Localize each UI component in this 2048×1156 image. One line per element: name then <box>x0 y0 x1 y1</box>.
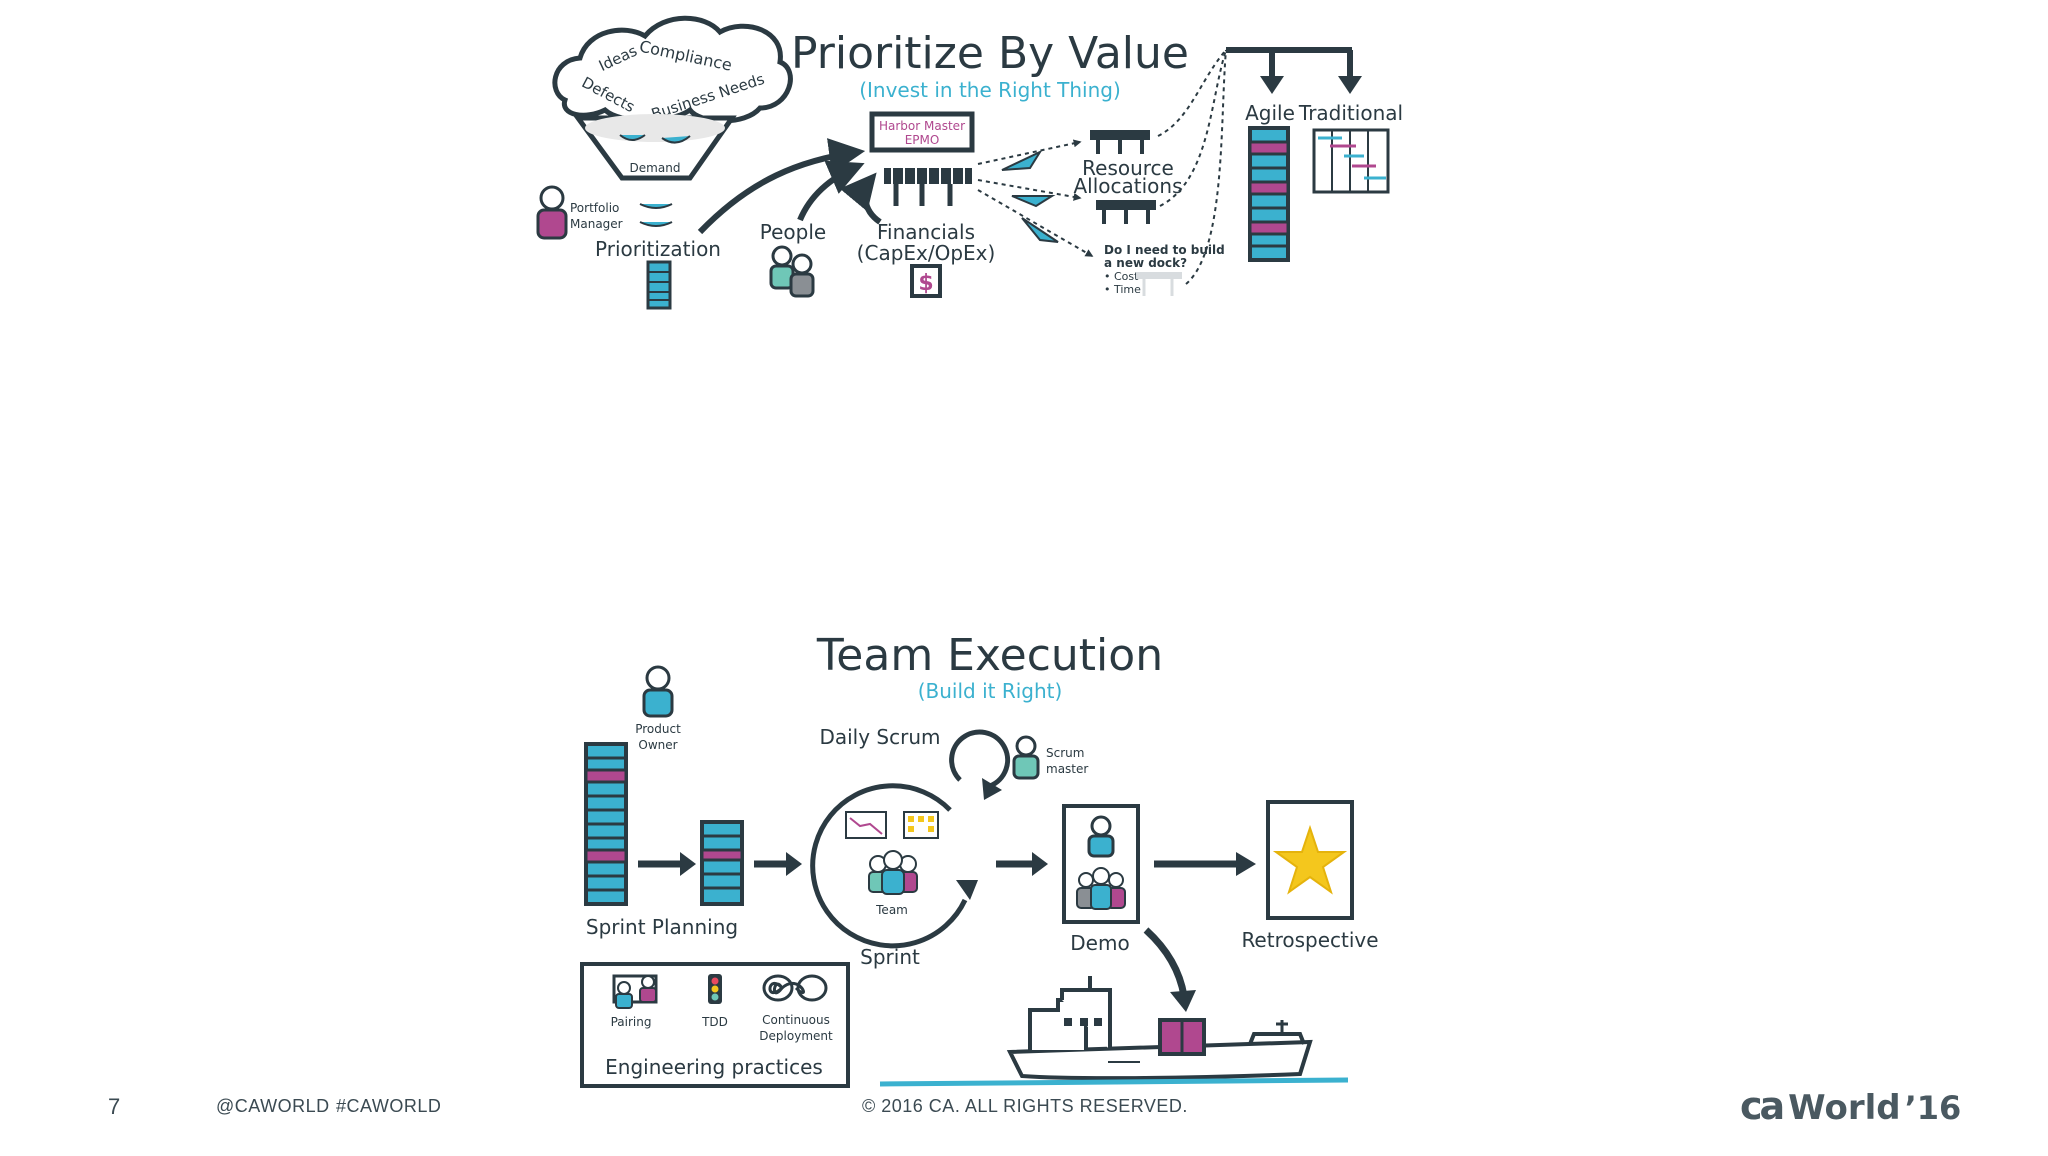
agile-backlog <box>1248 126 1290 262</box>
copyright-notice: © 2016 CA. ALL RIGHTS RESERVED. <box>862 1096 1188 1116</box>
dotted-arrow-lower <box>977 189 1094 257</box>
scrum-master-label-2: master <box>1046 762 1088 776</box>
boat-icons <box>1001 149 1059 243</box>
cargo-ship-icon <box>1006 976 1313 1081</box>
portfolio-manager-label-2: Manager <box>570 217 623 231</box>
tdd-label: TDD <box>701 1015 728 1029</box>
twitter-handle: @CAWORLD <box>216 1096 330 1116</box>
arrowhead-1 <box>680 852 696 876</box>
engineering-practices-label: Engineering practices <box>605 1055 823 1079</box>
arrow-demo-to-ship <box>1143 927 1188 997</box>
sprint-label: Sprint <box>860 945 920 969</box>
brand-world: World <box>1788 1088 1901 1128</box>
dotted-arrow-middle <box>977 179 1082 201</box>
financials-label-2: (CapEx/OpEx) <box>857 241 996 265</box>
scrum-master-label-1: Scrum <box>1046 746 1084 760</box>
dock-question-line-1: Do I need to build <box>1104 243 1225 257</box>
harbor-master-label-1: Harbor Master <box>879 119 965 133</box>
arrowhead-3 <box>1032 852 1048 876</box>
continuous-deployment-label-1: Continuous <box>762 1013 830 1027</box>
team-label: Team <box>875 903 908 917</box>
brand-ca: ca <box>1740 1084 1785 1128</box>
portfolio-manager-label-1: Portfolio <box>570 201 619 215</box>
ghost-dock-icon <box>1136 272 1182 296</box>
scrum-master-person-icon <box>1012 735 1040 780</box>
dock-question-line-3: • Cost <box>1104 270 1139 283</box>
top-title: Prioritize By Value <box>791 28 1189 79</box>
dock-question-line-2: a new dock? <box>1104 256 1187 270</box>
sprint-loop <box>810 729 1011 949</box>
brand-year: ’16 <box>1904 1089 1962 1127</box>
agile-label: Agile <box>1245 101 1295 125</box>
people-icon <box>769 245 815 298</box>
dotted-arrow-upper <box>977 139 1082 165</box>
traffic-light-icon <box>708 974 722 1004</box>
harbor-master-epmo: Harbor Master EPMO <box>869 111 975 206</box>
portfolio-manager-person-icon <box>536 185 568 240</box>
bottom-title: Team Execution <box>816 630 1163 681</box>
demand-funnel: Demand <box>573 114 737 227</box>
retrospective-board <box>1266 800 1354 920</box>
financials-arrow <box>839 172 882 225</box>
product-owner-person-icon <box>642 665 674 718</box>
demand-cloud: Ideas Compliance Defects Business Needs <box>552 15 793 124</box>
financials-label-1: Financials <box>877 220 975 244</box>
arrowhead-4 <box>1236 852 1256 876</box>
hashtag: #CAWORLD <box>336 1096 442 1116</box>
retrospective-label: Retrospective <box>1241 928 1378 952</box>
product-owner-label-2: Owner <box>638 738 677 752</box>
continuous-deployment-label-2: Deployment <box>759 1029 833 1043</box>
product-backlog <box>584 742 628 906</box>
star-icon <box>1272 824 1348 895</box>
dotted-return-middle <box>1159 49 1227 207</box>
arrowhead-2 <box>786 852 802 876</box>
prioritization-label: Prioritization <box>595 237 721 261</box>
pairing-icon <box>612 974 658 1009</box>
pairing-label: Pairing <box>611 1015 652 1029</box>
sprint-backlog <box>700 820 744 906</box>
product-owner-label-1: Product <box>635 722 681 736</box>
traditional-label: Traditional <box>1298 101 1403 125</box>
ca-world-logo: ca World ’16 <box>1740 1084 1961 1128</box>
people-arrow <box>797 160 865 222</box>
dollar-icon: $ <box>910 264 942 298</box>
infinity-loop-icon <box>762 974 828 1002</box>
people-label: People <box>760 220 826 244</box>
bottom-subtitle: (Build it Right) <box>918 679 1063 703</box>
agile-traditional-bracket <box>1226 47 1362 94</box>
page-number: 7 <box>108 1094 121 1119</box>
dock-question-line-4: • Time <box>1104 283 1141 296</box>
traditional-gantt <box>1312 128 1390 194</box>
harbor-master-label-2: EPMO <box>905 133 940 147</box>
resource-dock-lower <box>1096 200 1156 224</box>
daily-scrum-label: Daily Scrum <box>819 725 940 749</box>
top-subtitle: (Invest in the Right Thing) <box>859 78 1121 102</box>
dotted-return-upper <box>1157 49 1227 137</box>
demand-label: Demand <box>630 161 681 175</box>
arrowhead-5 <box>1170 990 1196 1012</box>
resource-allocations-label-1: Resource <box>1082 156 1174 180</box>
team-icon <box>868 850 918 895</box>
resource-dock-upper <box>1090 130 1150 154</box>
dollar-sign: $ <box>918 271 933 296</box>
sprint-planning-label: Sprint Planning <box>586 915 738 939</box>
prioritized-backlog <box>646 260 672 310</box>
demo-label: Demo <box>1070 931 1129 955</box>
water-line <box>879 1077 1349 1087</box>
demo-board <box>1062 804 1140 924</box>
resource-allocations-label-2: Allocations <box>1073 174 1182 198</box>
prioritization-arrow <box>697 138 866 235</box>
